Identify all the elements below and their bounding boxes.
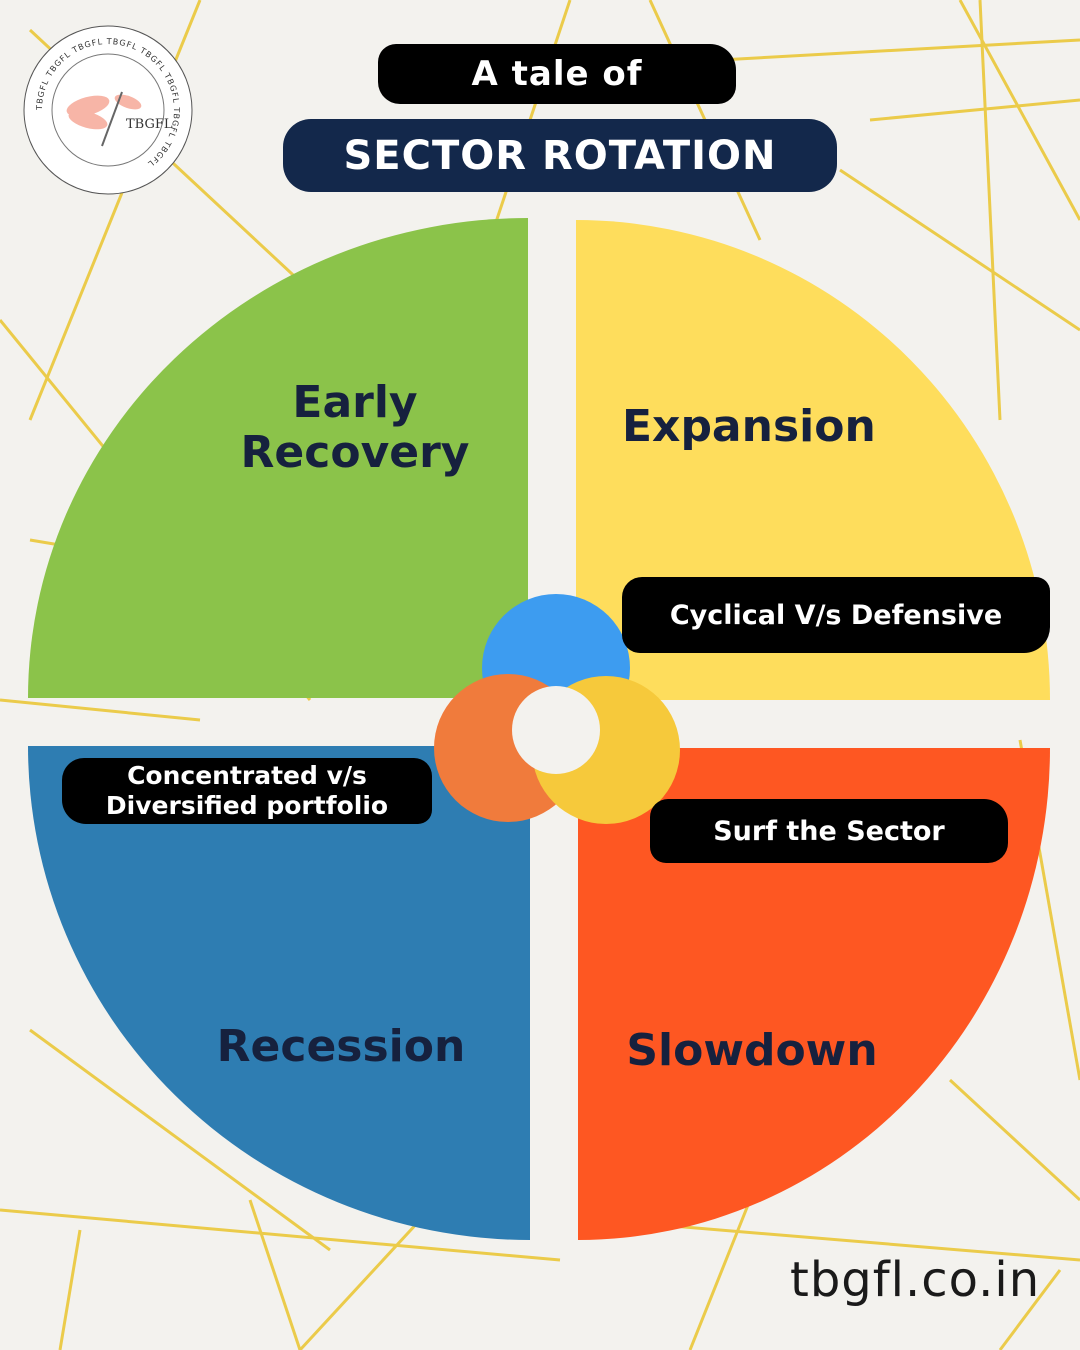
pre-title-banner: A tale of bbox=[378, 44, 736, 104]
label-early-line2: Recovery bbox=[240, 427, 470, 478]
website-url[interactable]: tbgfl.co.in bbox=[790, 1252, 1041, 1308]
label-early-recovery: Early Recovery bbox=[235, 378, 475, 478]
note-concentrated-line2: Diversified portfolio bbox=[105, 791, 389, 820]
quadrant-early-recovery bbox=[28, 218, 528, 698]
dragonfly-icon bbox=[66, 91, 142, 147]
note-concentrated-line1: Concentrated v/s bbox=[127, 761, 367, 790]
note-surf-the-sector: Surf the Sector bbox=[650, 799, 1008, 863]
quadrant-slowdown bbox=[578, 748, 1050, 1240]
center-hole bbox=[512, 686, 600, 774]
label-slowdown: Slowdown bbox=[626, 1025, 878, 1076]
quadrant-recession bbox=[28, 746, 530, 1240]
label-expansion: Expansion bbox=[622, 401, 876, 452]
label-early-line1: Early bbox=[292, 377, 418, 428]
note-concentrated-vs-diversified: Concentrated v/s Diversified portfolio bbox=[62, 758, 432, 824]
label-recession: Recession bbox=[216, 1021, 466, 1072]
main-title-banner: SECTOR ROTATION bbox=[283, 119, 837, 192]
note-cyclical-vs-defensive: Cyclical V/s Defensive bbox=[622, 577, 1050, 653]
tbgfl-logo: TBGFL TBGFL TBGFL TBGFL TBGFL TBGFL TBGF… bbox=[23, 25, 193, 195]
logo-text: TBGFL bbox=[126, 117, 173, 132]
